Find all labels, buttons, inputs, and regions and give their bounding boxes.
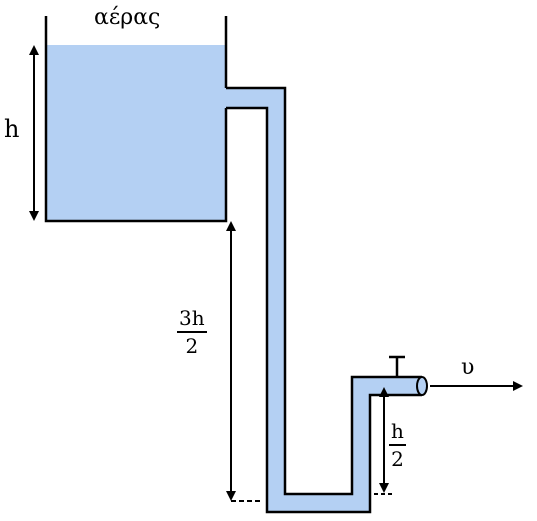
pipe-water: [226, 88, 422, 512]
pipe-inner-wall: [226, 106, 422, 514]
tank-wall: [44, 16, 228, 223]
valve-icon: [389, 355, 405, 377]
pipe-outlet: [416, 376, 428, 396]
drop-height-denominator: 2: [177, 331, 207, 356]
outlet-height-denominator: 2: [389, 444, 406, 469]
outlet-height-label: h 2: [389, 421, 406, 469]
tank-height-label: h: [4, 115, 20, 143]
air-label: αέρας: [94, 5, 161, 30]
velocity-label: υ: [461, 355, 475, 380]
drop-height-numerator: 3h: [179, 306, 205, 330]
tank-water: [46, 45, 226, 221]
outlet-height-numerator: h: [391, 419, 404, 443]
drop-height-label: 3h 2: [177, 308, 207, 356]
pipe-outer-wall: [226, 86, 422, 496]
